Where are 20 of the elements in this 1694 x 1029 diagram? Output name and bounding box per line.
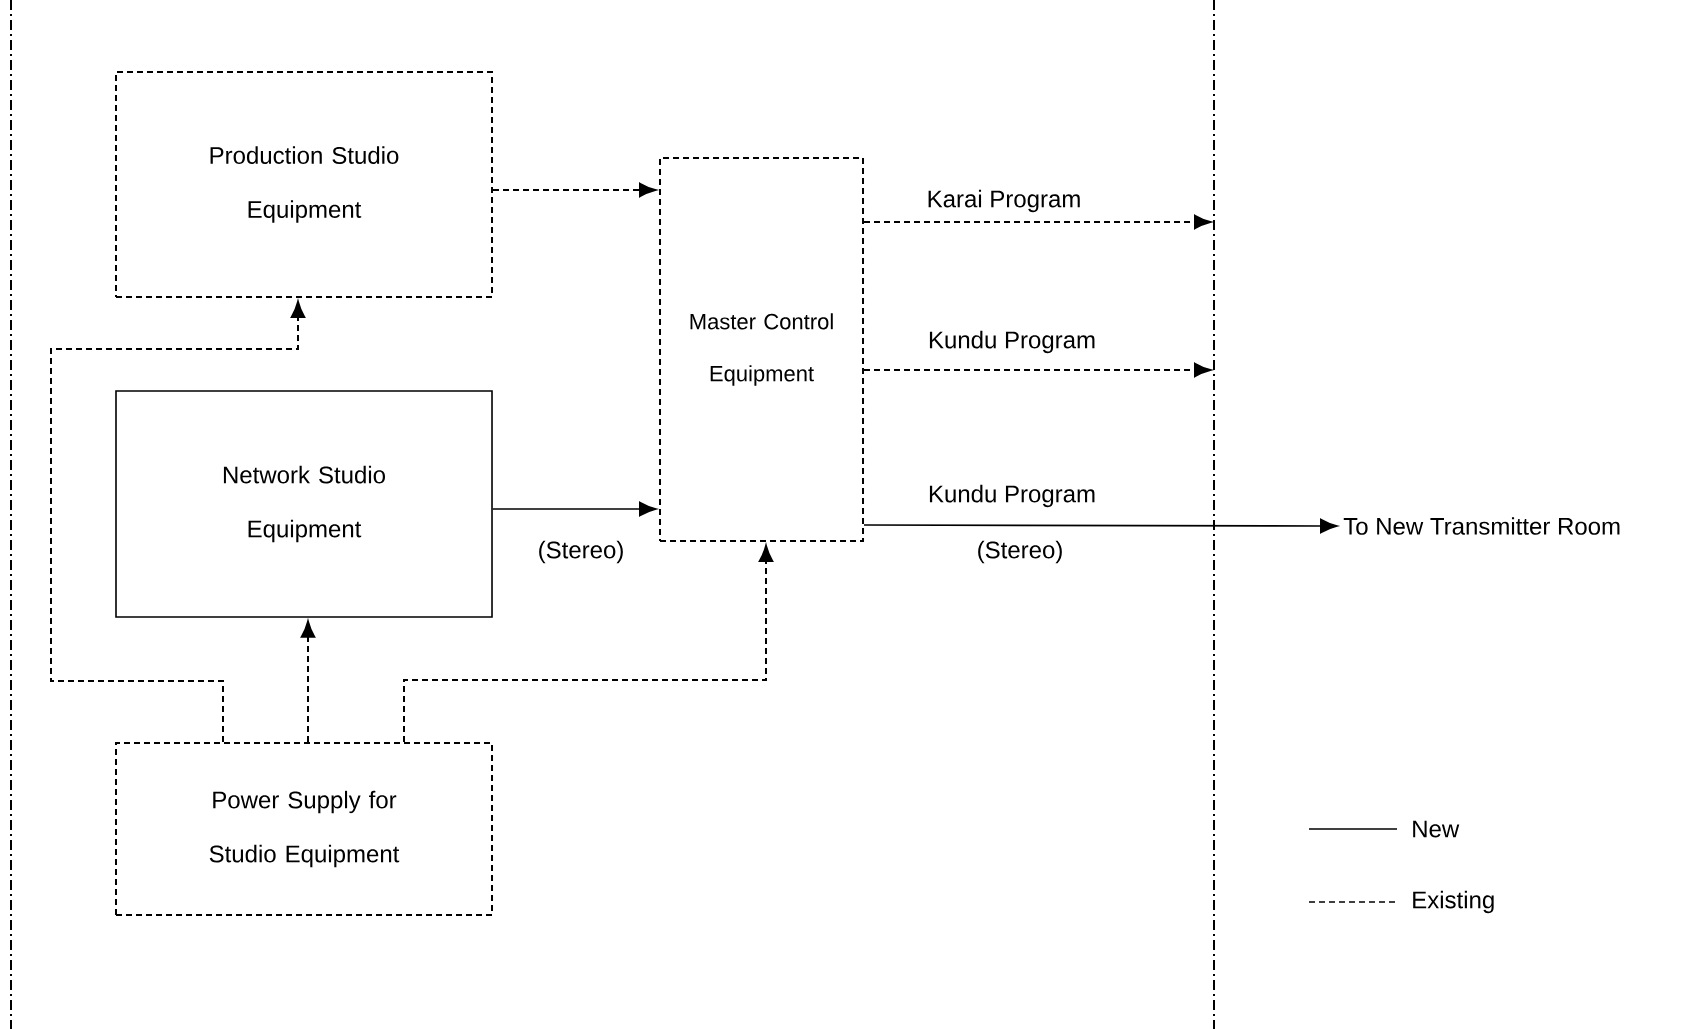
arrow [863, 362, 1212, 378]
edge-label: Kundu Program [926, 483, 1098, 509]
equipment-box: Production Studio Equipment [115, 71, 493, 298]
equipment-box: Master Control Equipment [659, 157, 864, 542]
edge-label: (Stereo) [536, 539, 626, 565]
arrow [492, 501, 657, 517]
arrow [863, 214, 1212, 230]
arrow [492, 182, 657, 198]
legend-text: Existing [1413, 890, 1494, 914]
edge-label: Karai Program [925, 188, 1083, 214]
equipment-box: Network Studio Equipment [115, 390, 493, 618]
destination-text: To New Transmitter Room [1343, 517, 1620, 535]
line-note: (Stereo) [978, 540, 1062, 564]
arrow [50, 300, 306, 743]
arrow [300, 620, 316, 743]
edge-label: Kundu Program [926, 329, 1098, 355]
arrow [403, 544, 774, 743]
arrow [863, 518, 1338, 534]
legend-text: New [1413, 820, 1460, 838]
equipment-box: Power Supply for Studio Equipment [115, 742, 493, 916]
